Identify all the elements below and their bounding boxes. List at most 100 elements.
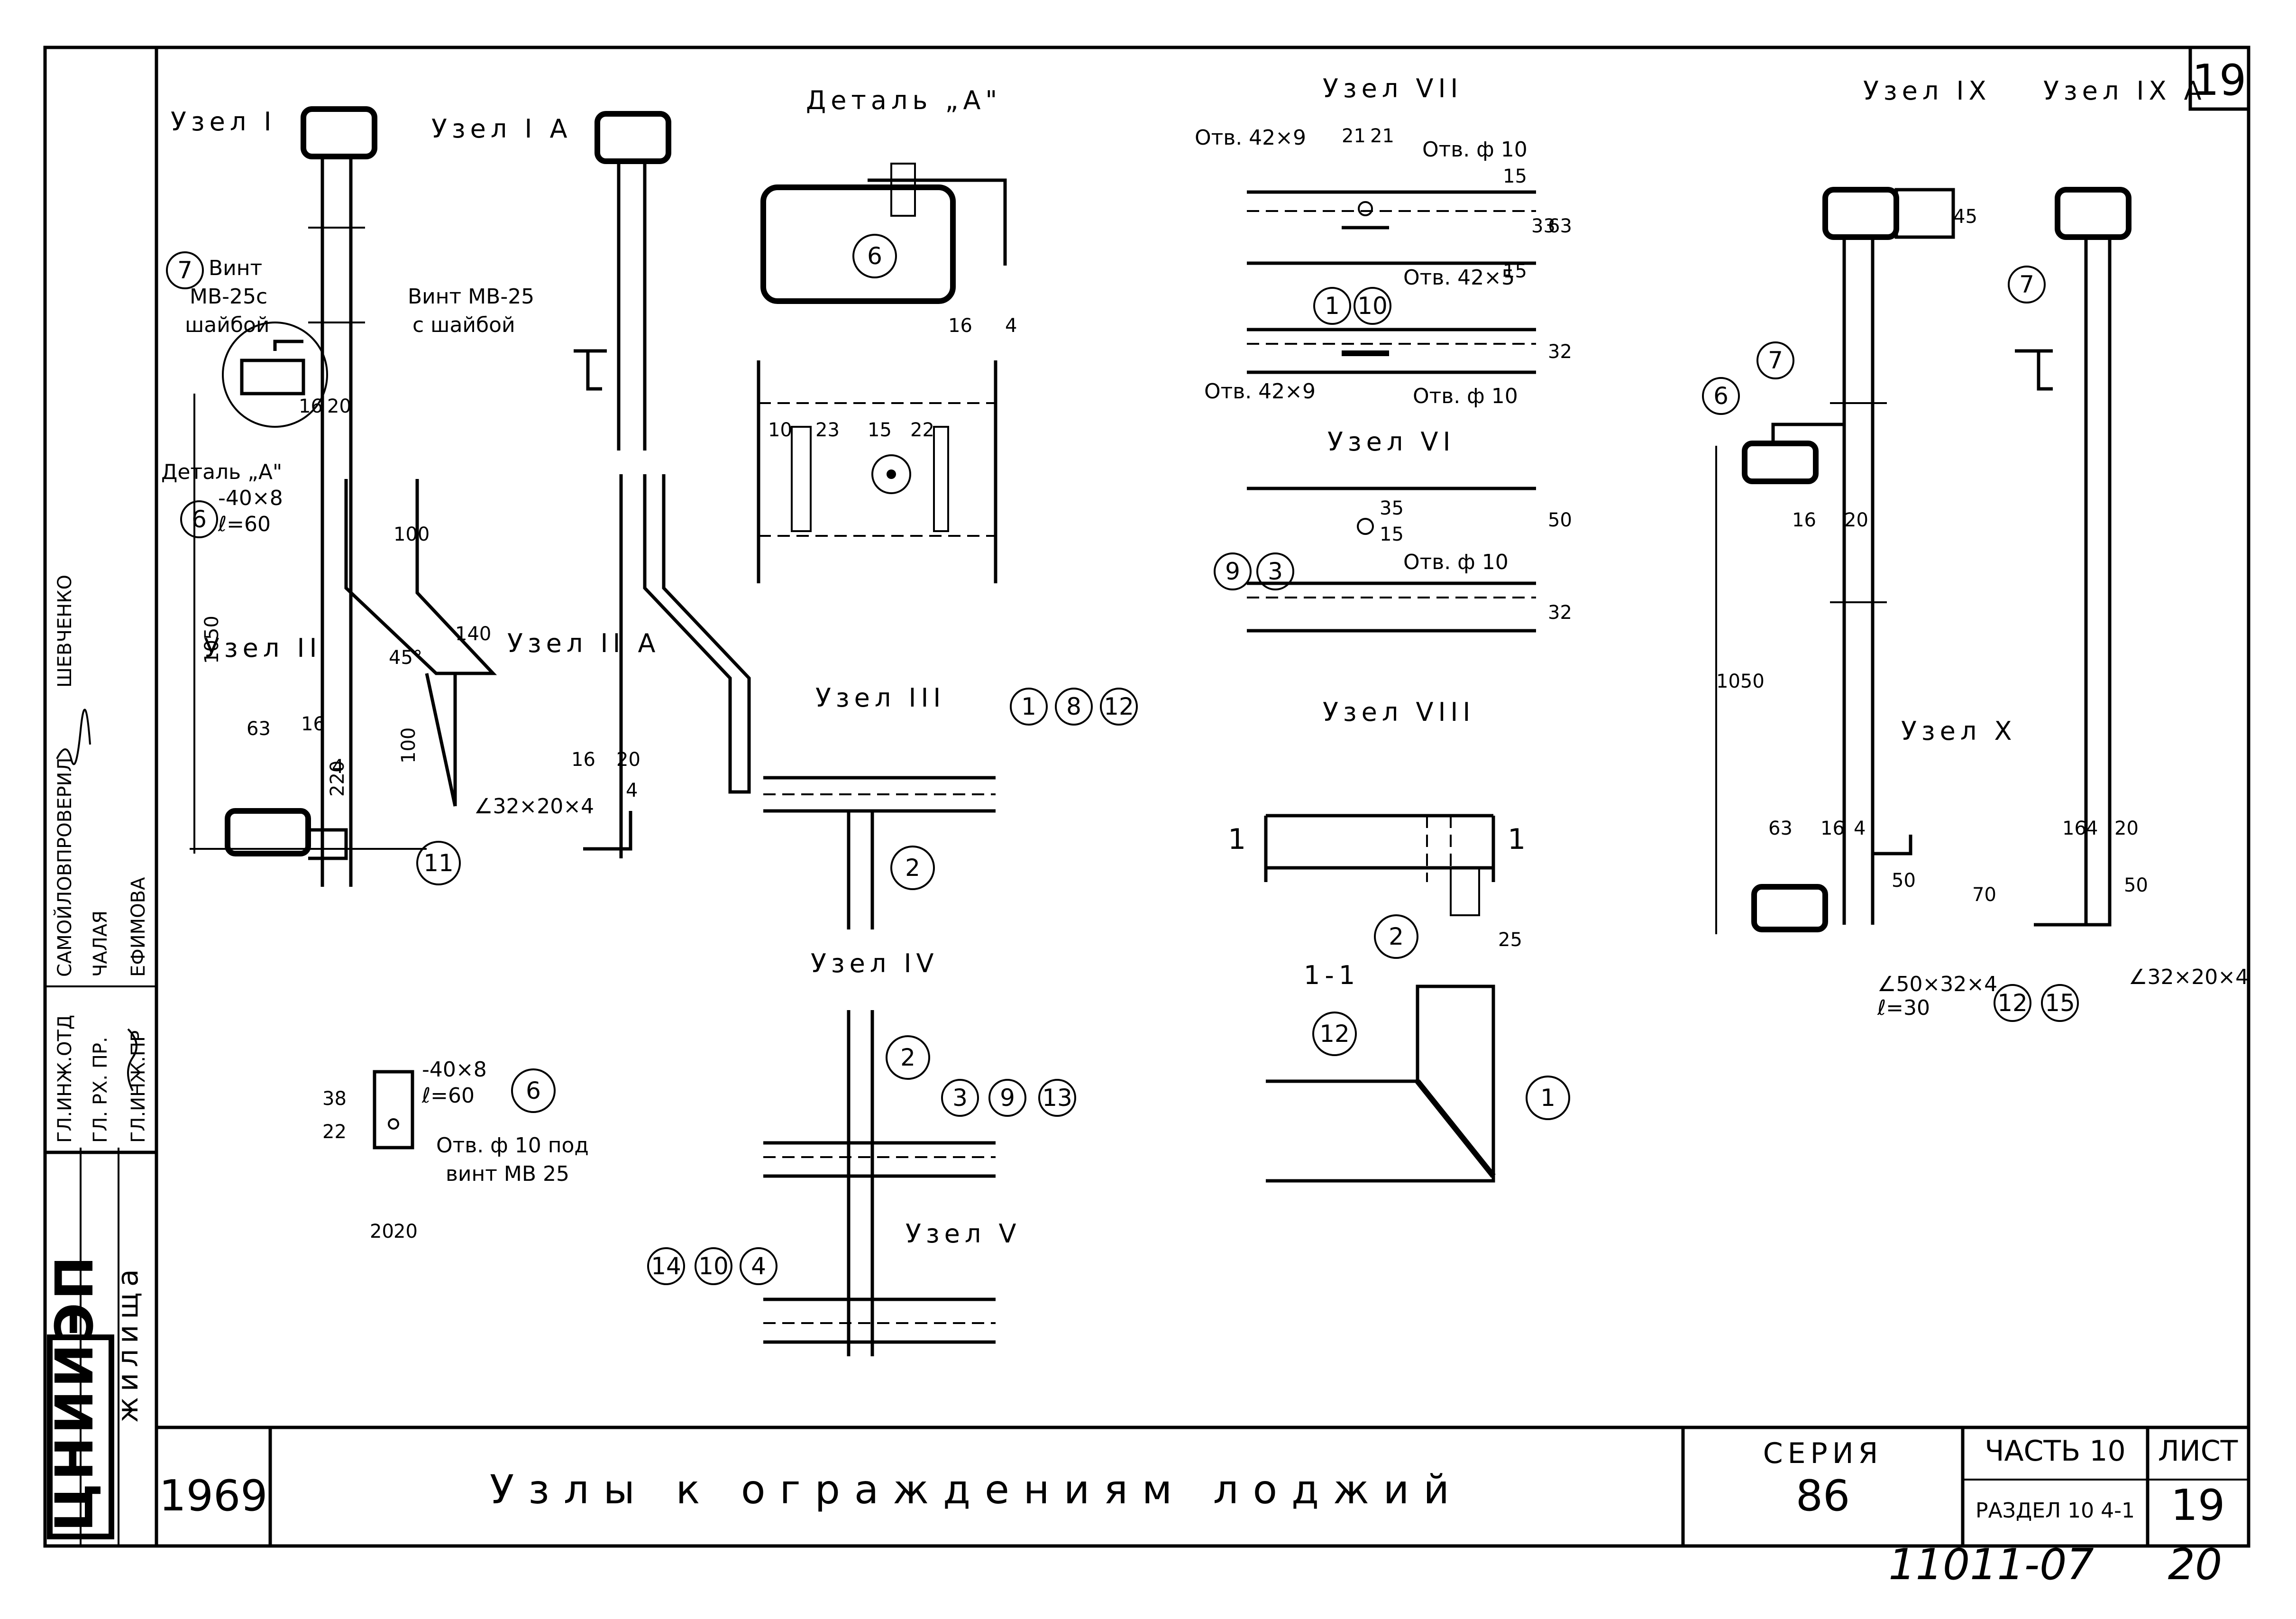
svg-text:2: 2 <box>900 1044 915 1071</box>
svg-text:16: 16 <box>299 396 323 417</box>
bubble: 6 <box>852 234 897 278</box>
svg-text:16: 16 <box>571 749 595 771</box>
detail-a: Деталь „А" 16 4 10 23 15 22 <box>757 85 1017 583</box>
svg-text:45°: 45° <box>389 647 422 669</box>
svg-text:Отв. ф 10 под: Отв. ф 10 под <box>436 1133 589 1158</box>
svg-text:20: 20 <box>616 749 640 771</box>
role-2: ГЛ. РХ. ПР. <box>90 1037 111 1143</box>
bubble: 7 <box>1756 341 1794 379</box>
svg-text:4: 4 <box>751 1252 766 1280</box>
outer-frame <box>43 46 2250 1548</box>
svg-text:1: 1 <box>1228 823 1246 856</box>
node-7: Узел VII Отв. 42×9 21 21 Отв. ф 10 15 33… <box>1195 74 1572 408</box>
svg-text:13: 13 <box>1042 1084 1072 1112</box>
svg-text:20: 20 <box>327 396 351 417</box>
svg-text:МВ-25с: МВ-25с <box>190 285 267 309</box>
signature-2 <box>127 1028 137 1091</box>
svg-text:2: 2 <box>905 854 920 882</box>
svg-text:20: 20 <box>1844 509 1868 531</box>
svg-text:9: 9 <box>1000 1084 1015 1112</box>
svg-text:63: 63 <box>1548 215 1572 237</box>
svg-text:15: 15 <box>1380 524 1404 545</box>
svg-text:1-1: 1-1 <box>1304 960 1360 990</box>
org-logo: ЦНИИЭП жилища <box>44 1253 145 1539</box>
svg-text:15: 15 <box>1503 260 1527 282</box>
svg-text:ℓ=30: ℓ=30 <box>1877 996 1930 1020</box>
svg-text:Узел II A: Узел II A <box>507 628 660 658</box>
svg-text:шайбой: шайбой <box>185 313 269 337</box>
svg-text:Отв. ф 10: Отв. ф 10 <box>1422 138 1528 162</box>
svg-text:Узел VI: Узел VI <box>1327 427 1455 457</box>
node-9a: Узел IX A Узел X <box>1901 76 2202 925</box>
svg-text:15: 15 <box>2045 989 2075 1017</box>
bubble: 4 <box>740 1247 778 1285</box>
bubble: 12 <box>1994 984 2031 1022</box>
bubble: 11 <box>416 841 461 885</box>
bubble: 12 <box>1100 688 1138 726</box>
bubble: 14 <box>647 1247 685 1285</box>
svg-text:16: 16 <box>1820 818 1845 839</box>
bubble: 1 <box>1010 688 1048 726</box>
node-1: Узел I Винт МВ-25с шайбой 16 20 Деталь „… <box>161 106 377 887</box>
bubble: 3 <box>941 1079 979 1117</box>
staff-1: САМОЙЛОВ <box>53 863 76 977</box>
stamp-part-label: ЧАСТЬ 10 <box>1985 1435 2125 1468</box>
svg-text:16: 16 <box>948 315 972 337</box>
svg-text:140: 140 <box>455 623 491 645</box>
svg-text:15: 15 <box>868 419 892 441</box>
stamp-sheet-value: 19 <box>2171 1481 2225 1530</box>
svg-text:6: 6 <box>867 242 882 270</box>
svg-text:10: 10 <box>698 1252 729 1280</box>
svg-text:14: 14 <box>651 1252 681 1280</box>
bubble: 6 <box>1702 377 1740 415</box>
signature-1 <box>56 708 91 765</box>
svg-text:6: 6 <box>192 506 207 533</box>
bubble: 2 <box>886 1035 930 1080</box>
svg-text:3: 3 <box>952 1084 968 1112</box>
bubble: 9 <box>1214 552 1252 590</box>
svg-text:11: 11 <box>423 849 454 877</box>
svg-text:16: 16 <box>301 713 325 735</box>
svg-text:Узел V: Узел V <box>906 1219 1021 1249</box>
svg-text:∠32×20×4: ∠32×20×4 <box>474 794 594 819</box>
svg-text:38: 38 <box>322 1088 347 1110</box>
svg-text:7: 7 <box>1768 347 1783 374</box>
svg-text:Отв. ф 10: Отв. ф 10 <box>1403 550 1509 574</box>
svg-text:Узел II: Узел II <box>204 633 321 663</box>
bubble: 13 <box>1038 1079 1076 1117</box>
stamp-title: Узлы к ограждениям лоджий <box>490 1466 1464 1513</box>
bubble: 6 <box>511 1068 556 1113</box>
svg-text:Узел I: Узел I <box>171 107 276 137</box>
node-4-5: Узел IV Узел V <box>763 948 1021 1356</box>
bubble: 1 <box>1313 287 1351 325</box>
svg-text:2: 2 <box>1389 923 1404 950</box>
svg-text:Деталь „А": Деталь „А" <box>806 85 1002 115</box>
node-2: Узел II 100 140 45° 220 100 63 16 4 <box>190 479 497 860</box>
svg-text:ℓ=60: ℓ=60 <box>421 1084 475 1108</box>
bubble: 2 <box>890 846 935 890</box>
svg-text:4: 4 <box>1005 315 1017 337</box>
svg-text:Узел VIII: Узел VIII <box>1323 697 1475 727</box>
corner-sheet-box <box>2188 46 2250 111</box>
svg-text:1: 1 <box>1021 693 1036 720</box>
svg-text:1050: 1050 <box>201 616 223 664</box>
svg-text:20: 20 <box>370 1221 394 1242</box>
bubble: 12 <box>1312 1012 1357 1056</box>
node-1a: Узел I A Винт МВ-25 с шайбой <box>408 111 671 451</box>
svg-text:45: 45 <box>1953 206 1977 228</box>
svg-text:20: 20 <box>2114 818 2139 839</box>
svg-text:22: 22 <box>322 1121 347 1143</box>
svg-text:23: 23 <box>815 419 840 441</box>
stamp-section-label: РАЗДЕЛ 10 4-1 <box>1976 1499 2135 1523</box>
svg-text:Отв. 42×9: Отв. 42×9 <box>1204 379 1316 404</box>
svg-text:35: 35 <box>1380 497 1404 519</box>
bubble: 10 <box>1354 287 1391 325</box>
bubble: 10 <box>695 1247 732 1285</box>
svg-text:10: 10 <box>768 419 792 441</box>
svg-text:6: 6 <box>1713 382 1729 410</box>
svg-text:1: 1 <box>1540 1084 1555 1112</box>
staff-3: ЕФИМОВА <box>128 877 149 977</box>
svg-text:50: 50 <box>2124 874 2148 896</box>
svg-text:Узел I A: Узел I A <box>431 114 572 144</box>
